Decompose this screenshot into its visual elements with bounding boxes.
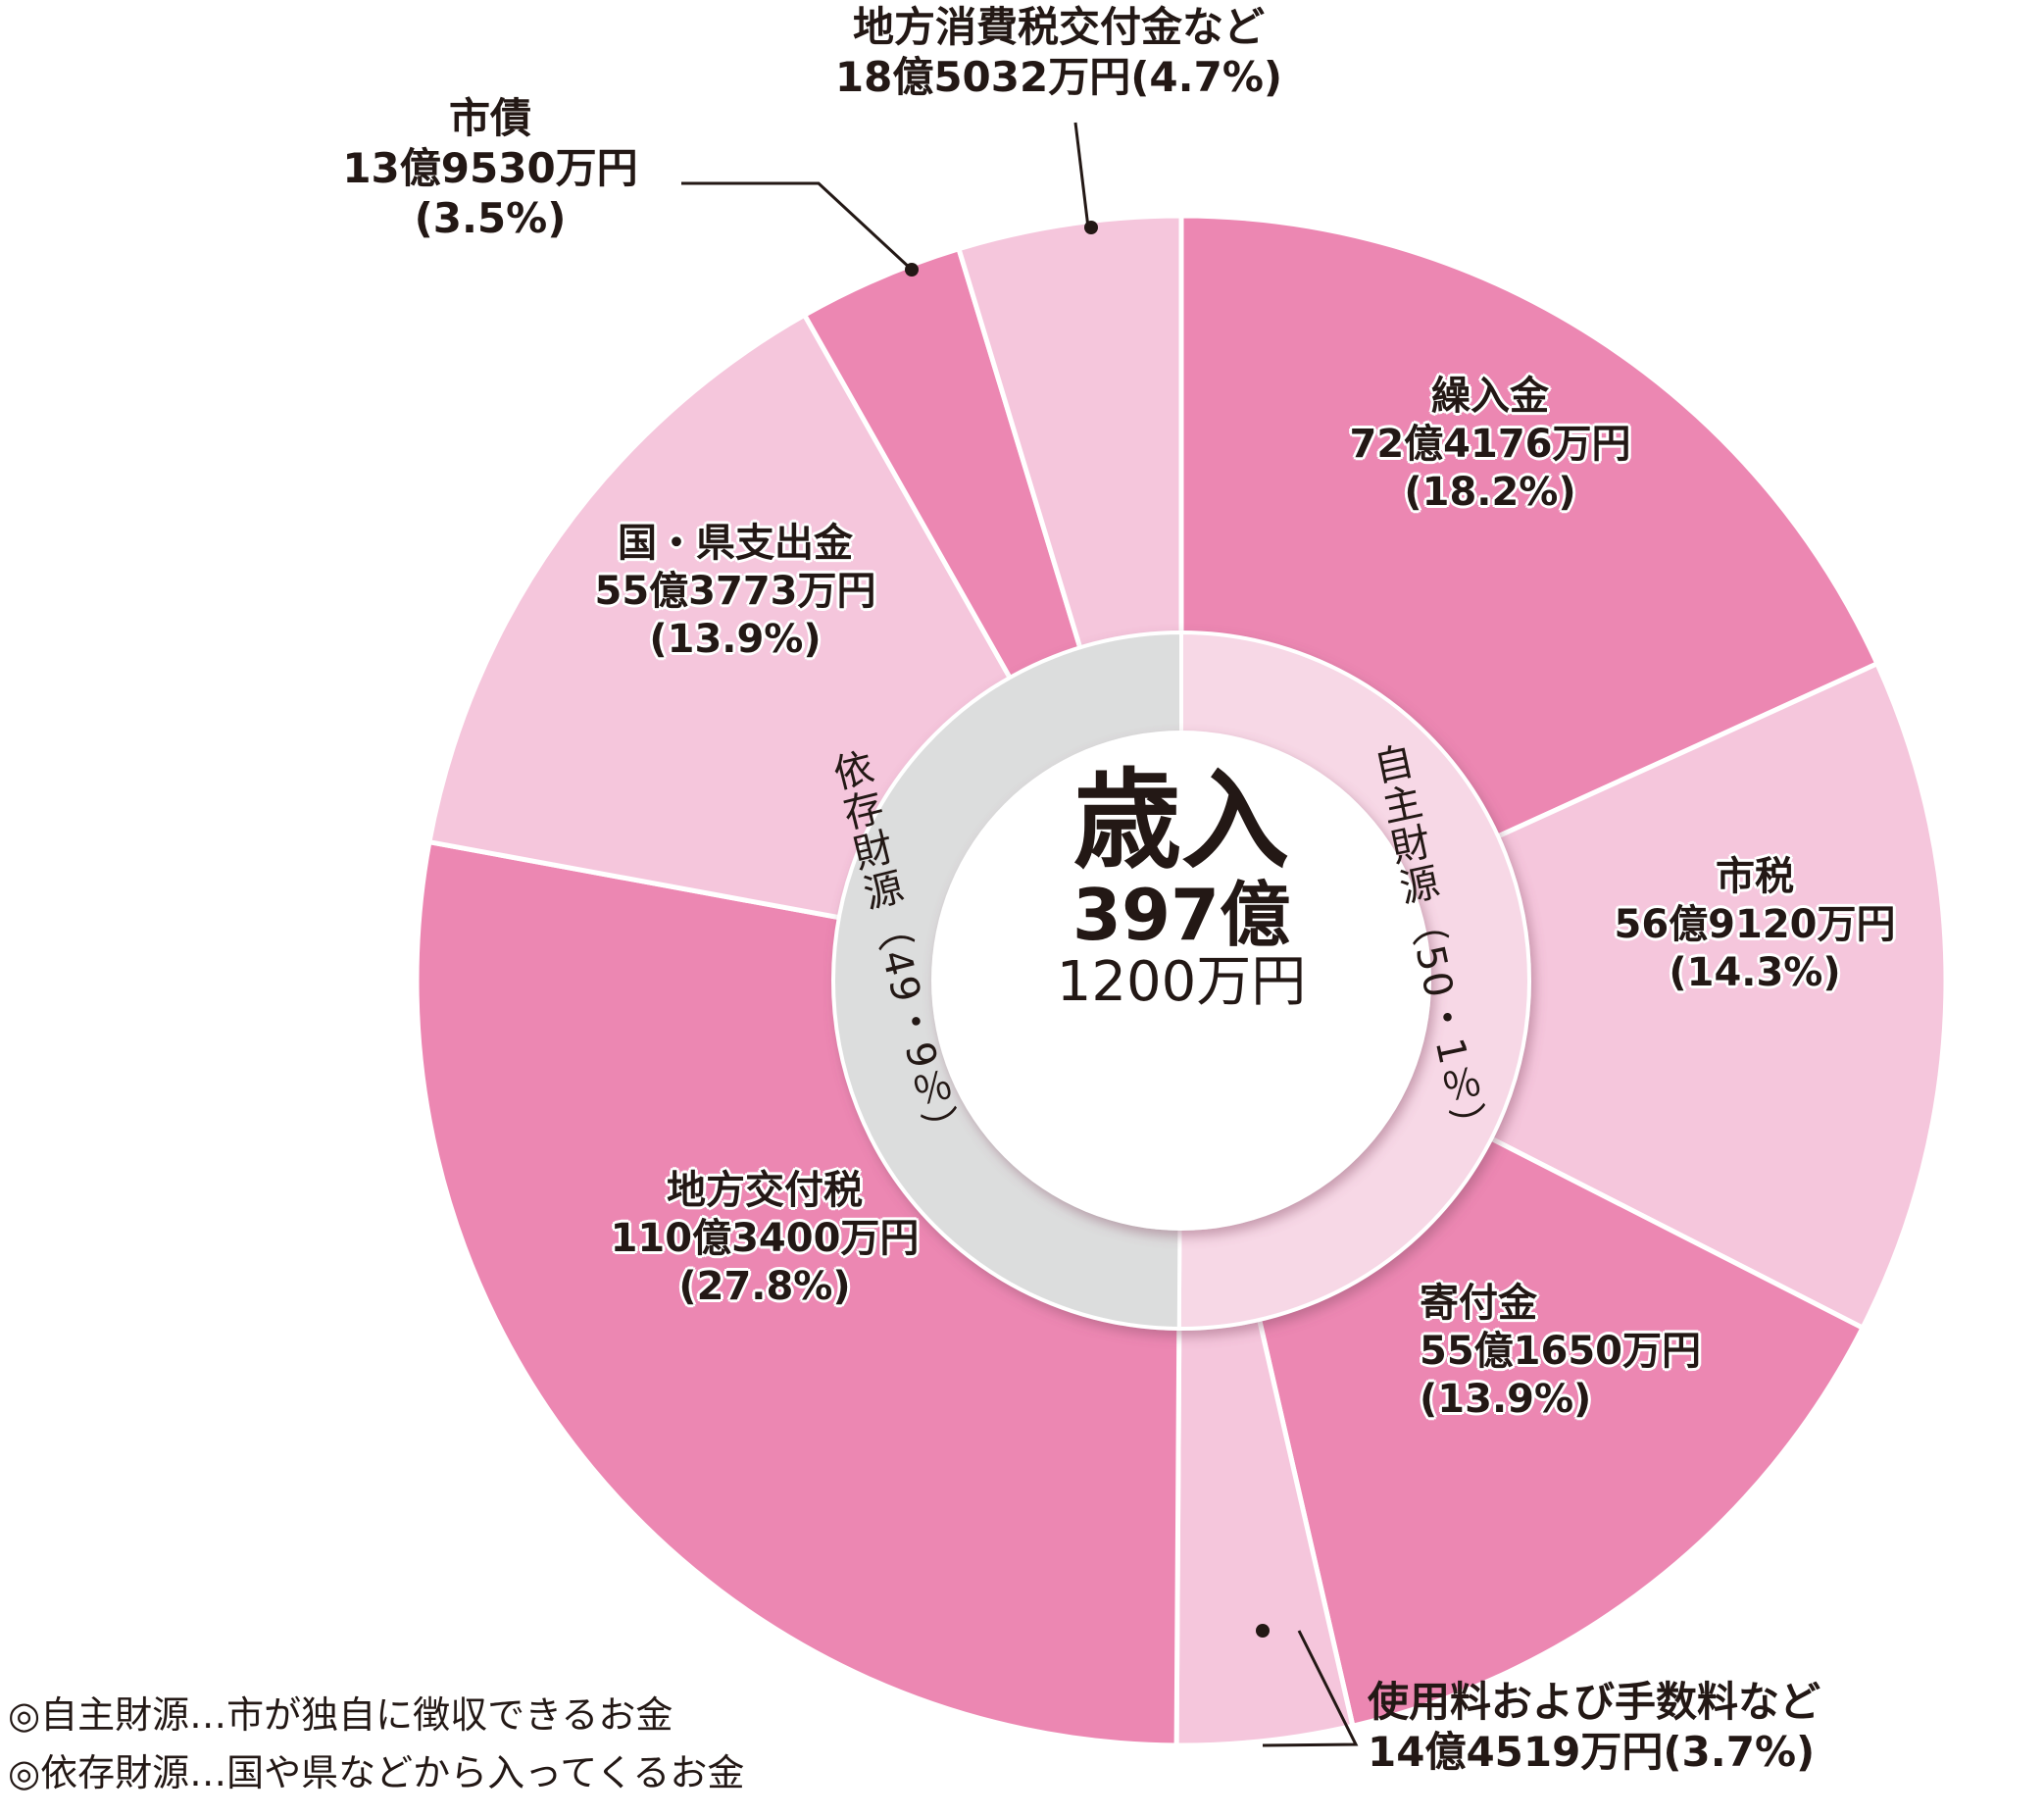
- label-shizei-amount: 56億9120万円: [1614, 901, 1896, 947]
- label-kotsuzei-name: 地方交付税: [667, 1168, 863, 1213]
- label-shizei-pct: (14.3%): [1669, 949, 1841, 995]
- note-izon: ◎依存財源…国や県などから入ってくるお金: [8, 1750, 745, 1794]
- label-shiyoryo: 使用料および手数料など 14億4519万円(3.7%): [1368, 1677, 2044, 1777]
- slice-1: [1175, 660, 1949, 1332]
- note-jishu: ◎自主財源…市が独自に徴収できるお金: [8, 1693, 673, 1737]
- label-kifu-name: 寄付金: [1420, 1281, 1537, 1326]
- label-kokuken-amount: 55億3773万円: [594, 568, 876, 614]
- label-shohizei-amount: 18億5032万円(4.7%): [834, 53, 1283, 102]
- leader-dots: [905, 221, 1270, 1638]
- label-shisai-pct: (3.5%): [414, 194, 567, 243]
- center-amount-man: 1200万円: [1056, 950, 1307, 1015]
- label-shizei-name: 市税: [1716, 854, 1794, 899]
- label-shisai: 市債 13億9530万円 (3.5%): [314, 93, 667, 244]
- leader-shiyoryo: [1262, 1630, 1359, 1747]
- leader-shisai: [681, 181, 914, 272]
- label-kifu-amount: 55億1650万円: [1420, 1328, 1701, 1374]
- dot-shiyoryo: [1256, 1624, 1270, 1638]
- label-kokuken-name: 国・県支出金: [618, 521, 853, 566]
- legend-notes: ◎自主財源…市が独自に徴収できるお金 ◎依存財源…国や県などから入ってくるお金: [8, 1687, 744, 1802]
- label-shisai-name: 市債: [448, 94, 531, 142]
- center-title: 歳入: [1073, 758, 1289, 883]
- label-kokuken-pct: (13.9%): [649, 616, 822, 662]
- label-kotsuzei: 地方交付税 110億3400万円 (27.8%): [559, 1167, 971, 1310]
- label-kuriire-name: 繰入金: [1431, 374, 1549, 419]
- leader-lines: [681, 122, 1359, 1747]
- dot-shisai: [905, 263, 919, 277]
- label-kotsuzei-amount: 110億3400万円: [610, 1215, 920, 1261]
- center-total: 歳入 397億 1200万円: [985, 758, 1377, 1015]
- label-shohizei: 地方消費税交付金など 18億5032万円(4.7%): [784, 2, 1333, 102]
- label-kuriire-amount: 72億4176万円: [1349, 421, 1631, 467]
- label-kifu: 寄付金 55億1650万円 (13.9%): [1420, 1280, 1772, 1423]
- label-kotsuzei-pct: (27.8%): [678, 1263, 851, 1309]
- label-shiyoryo-amount: 14億4519万円(3.7%): [1368, 1728, 1816, 1777]
- label-kifu-pct: (13.9%): [1420, 1376, 1592, 1422]
- label-shohizei-name: 地方消費税交付金など: [852, 3, 1265, 51]
- center-disc: [931, 731, 1431, 1231]
- label-shiyoryo-name: 使用料および手数料など: [1368, 1678, 1821, 1726]
- label-shizei: 市税 56億9120万円 (14.3%): [1578, 853, 1931, 996]
- label-kuriire-pct: (18.2%): [1404, 469, 1576, 515]
- label-shisai-amount: 13億9530万円: [342, 144, 638, 193]
- label-kokuken: 国・県支出金 55億3773万円 (13.9%): [559, 520, 912, 663]
- leader-shohizei: [1073, 122, 1090, 228]
- center-amount-oku: 397億: [1072, 873, 1291, 956]
- dot-shohizei: [1084, 221, 1098, 234]
- label-kuriire: 繰入金 72億4176万円 (18.2%): [1314, 373, 1667, 516]
